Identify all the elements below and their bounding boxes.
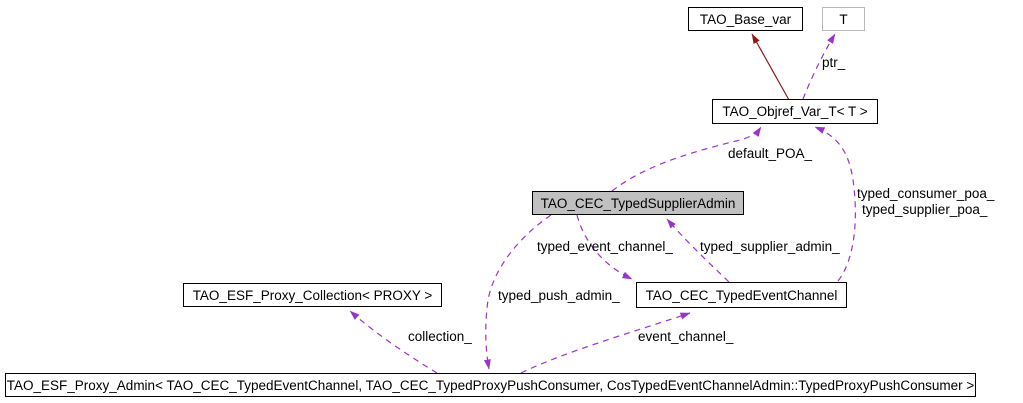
- edge-label-typed-consumer-supplier-poa: typed_consumer_poa_ typed_supplier_poa_: [857, 186, 994, 218]
- node-t[interactable]: T: [822, 7, 865, 31]
- edge-inheritance-objref-to-basevar: [751, 33, 790, 101]
- edge-label-typed-consumer-poa: typed_consumer_poa_: [857, 186, 995, 201]
- edge-usage-ptr: [802, 33, 836, 100]
- node-tao-cec-typed-supplier-admin[interactable]: TAO_CEC_TypedSupplierAdmin: [532, 191, 744, 215]
- edge-label-ptr: ptr_: [822, 55, 846, 70]
- edge-label-typed-event-channel: typed_event_channel_: [537, 239, 673, 254]
- edge-usage-typed-supplier-admin: [666, 218, 730, 283]
- node-tao-base-var[interactable]: TAO_Base_var: [688, 7, 803, 31]
- edge-usage-default-poa: [611, 126, 762, 192]
- edge-label-typed-supplier-poa: typed_supplier_poa_: [862, 202, 988, 217]
- node-tao-objref-var-t[interactable]: TAO_Objref_Var_T< T >: [712, 99, 878, 124]
- edge-usage-event-channel: [520, 312, 691, 374]
- edge-usage-typed-event-channel: [576, 214, 633, 280]
- edge-label-event-channel: event_channel_: [638, 329, 734, 344]
- node-tao-esf-proxy-admin[interactable]: TAO_ESF_Proxy_Admin< TAO_CEC_TypedEventC…: [5, 373, 976, 397]
- node-tao-esf-proxy-collection[interactable]: TAO_ESF_Proxy_Collection< PROXY >: [183, 283, 442, 307]
- edge-usage-typed-push-admin: [483, 214, 552, 370]
- edge-usage-typed-consumer-supplier-poa: [814, 126, 856, 282]
- edge-label-default-poa: default_POA_: [728, 146, 813, 161]
- node-tao-cec-typed-event-channel[interactable]: TAO_CEC_TypedEventChannel: [636, 282, 847, 308]
- edge-label-typed-supplier-admin: typed_supplier_admin_: [700, 239, 840, 254]
- edge-label-collection: collection_: [408, 329, 472, 344]
- edge-label-typed-push-admin: typed_push_admin_: [498, 288, 620, 303]
